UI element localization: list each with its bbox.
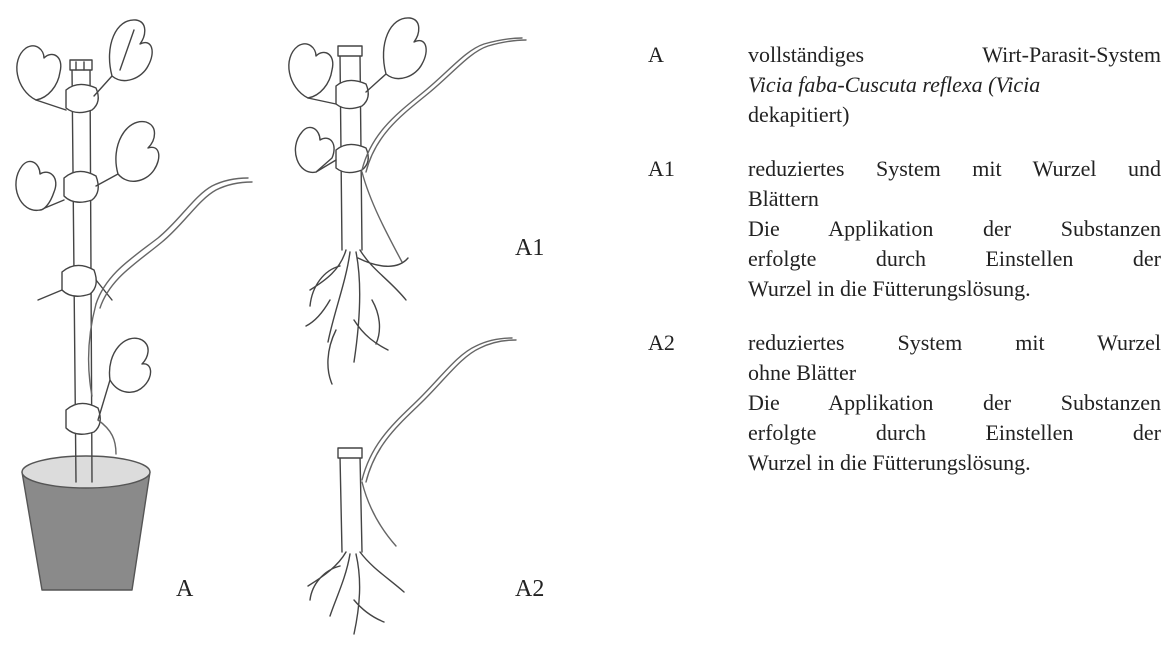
legend-entry-a: A vollständiges Wirt-Parasit-System Vici…: [648, 40, 1161, 130]
figure-illustration: A A1 A2: [0, 0, 620, 650]
legend-a-species: Vicia faba-Cuscuta reflexa (: [748, 72, 995, 97]
legend-entry-a2: A2 reduziertes System mit Wurzel ohne Bl…: [648, 328, 1161, 478]
legend-tag-a2: A2: [648, 328, 675, 358]
legend-a1-line2: Blättern: [748, 184, 1161, 214]
legend-text-a1: reduziertes System mit Wurzel und Blätte…: [748, 154, 1161, 304]
legend-entry-a1: A1 reduziertes System mit Wurzel und Blä…: [648, 154, 1161, 304]
label-a1: A1: [515, 236, 544, 260]
legend-a2-line2: ohne Blätter: [748, 358, 1161, 388]
legend-a2-line4: erfolgte durch Einstellen der: [748, 418, 1161, 448]
plant-a1-drawing: [289, 18, 526, 384]
legend-tag-a1: A1: [648, 154, 675, 184]
label-a: A: [176, 577, 193, 601]
legend-a2-line3: Die Applikation der Substanzen: [748, 388, 1161, 418]
legend-a-host: Vicia: [995, 72, 1040, 97]
legend-a1-line1: reduziertes System mit Wurzel und: [748, 154, 1161, 184]
legend-a1-line3: Die Applikation der Substanzen: [748, 214, 1161, 244]
legend-a1-line4: erfolgte durch Einstellen der: [748, 244, 1161, 274]
legend-a1-line5: Wurzel in die Fütterungslösung.: [748, 274, 1161, 304]
legend-a-line3: dekapitiert): [748, 100, 1161, 130]
label-a2: A2: [515, 577, 544, 601]
legend-tag-a: A: [648, 40, 664, 70]
legend-a2-line1: reduziertes System mit Wurzel: [748, 328, 1161, 358]
legend-a2-line5: Wurzel in die Fütterungslösung.: [748, 448, 1161, 478]
legend-a-line1: vollständiges Wirt-Parasit-System: [748, 40, 1161, 70]
plant-a2-drawing: [308, 338, 516, 634]
legend-text-a: vollständiges Wirt-Parasit-System Vicia …: [748, 40, 1161, 130]
plant-a-drawing: [16, 20, 252, 590]
legend-a-line2: Vicia faba-Cuscuta reflexa (Vicia: [748, 70, 1161, 100]
legend-text-a2: reduziertes System mit Wurzel ohne Blätt…: [748, 328, 1161, 478]
plant-drawing-svg: [0, 0, 620, 650]
figure-legend: A vollständiges Wirt-Parasit-System Vici…: [648, 40, 1161, 502]
